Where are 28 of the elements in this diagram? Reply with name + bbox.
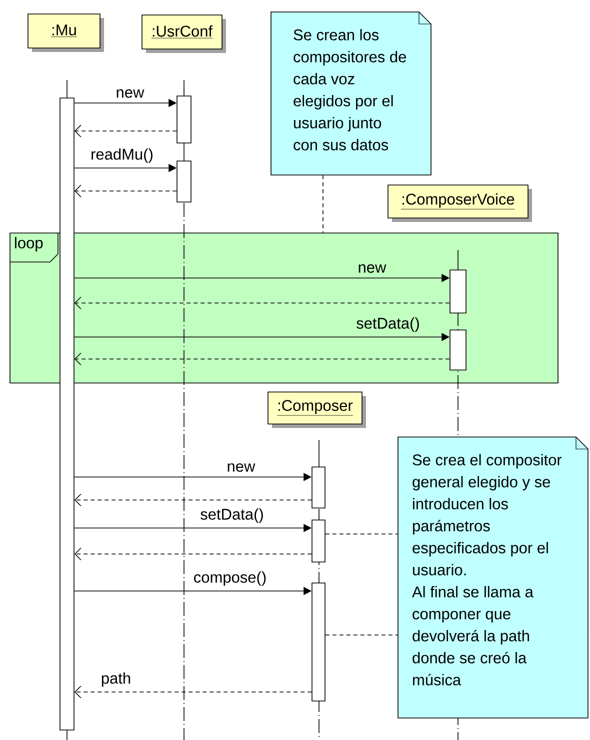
object-box: :Composer bbox=[268, 392, 366, 428]
message-arrow bbox=[74, 548, 312, 560]
activation-bar bbox=[312, 520, 326, 562]
message-arrow bbox=[74, 184, 177, 198]
message-arrow bbox=[74, 686, 312, 698]
activation-bar bbox=[60, 98, 74, 730]
message-arrow bbox=[74, 494, 312, 506]
object-box: :UsrConf bbox=[142, 14, 226, 53]
activation-bar bbox=[450, 270, 466, 314]
note: Se crea el compositor general elegido y se introducen los parámetros especificados por el usuario. Al final se llama a componer que devolverá la path donde se creó la música bbox=[398, 436, 588, 718]
edge-label: compose() bbox=[192, 570, 268, 587]
message-arrow bbox=[74, 352, 450, 366]
edge-label: path bbox=[100, 671, 132, 688]
edge-label: setData() bbox=[199, 507, 265, 524]
activation-bar bbox=[450, 330, 466, 370]
edge-label: new bbox=[114, 88, 146, 99]
object-box: :ComposerVoice bbox=[388, 184, 532, 222]
note: Se crean los compositores de cada voz elegidos por el usuario junto con sus datos bbox=[270, 12, 432, 176]
activation-bar bbox=[312, 466, 326, 508]
activation-bar bbox=[176, 96, 192, 144]
edge-label: setData() bbox=[355, 316, 421, 333]
activation-bar bbox=[176, 160, 192, 202]
object-box: :Mu bbox=[28, 14, 104, 52]
message-arrow bbox=[74, 296, 450, 310]
message-arrow bbox=[74, 124, 177, 138]
edge-label: readMu() bbox=[90, 147, 154, 164]
activation-bar bbox=[312, 582, 326, 702]
edge-label: new bbox=[226, 462, 256, 473]
